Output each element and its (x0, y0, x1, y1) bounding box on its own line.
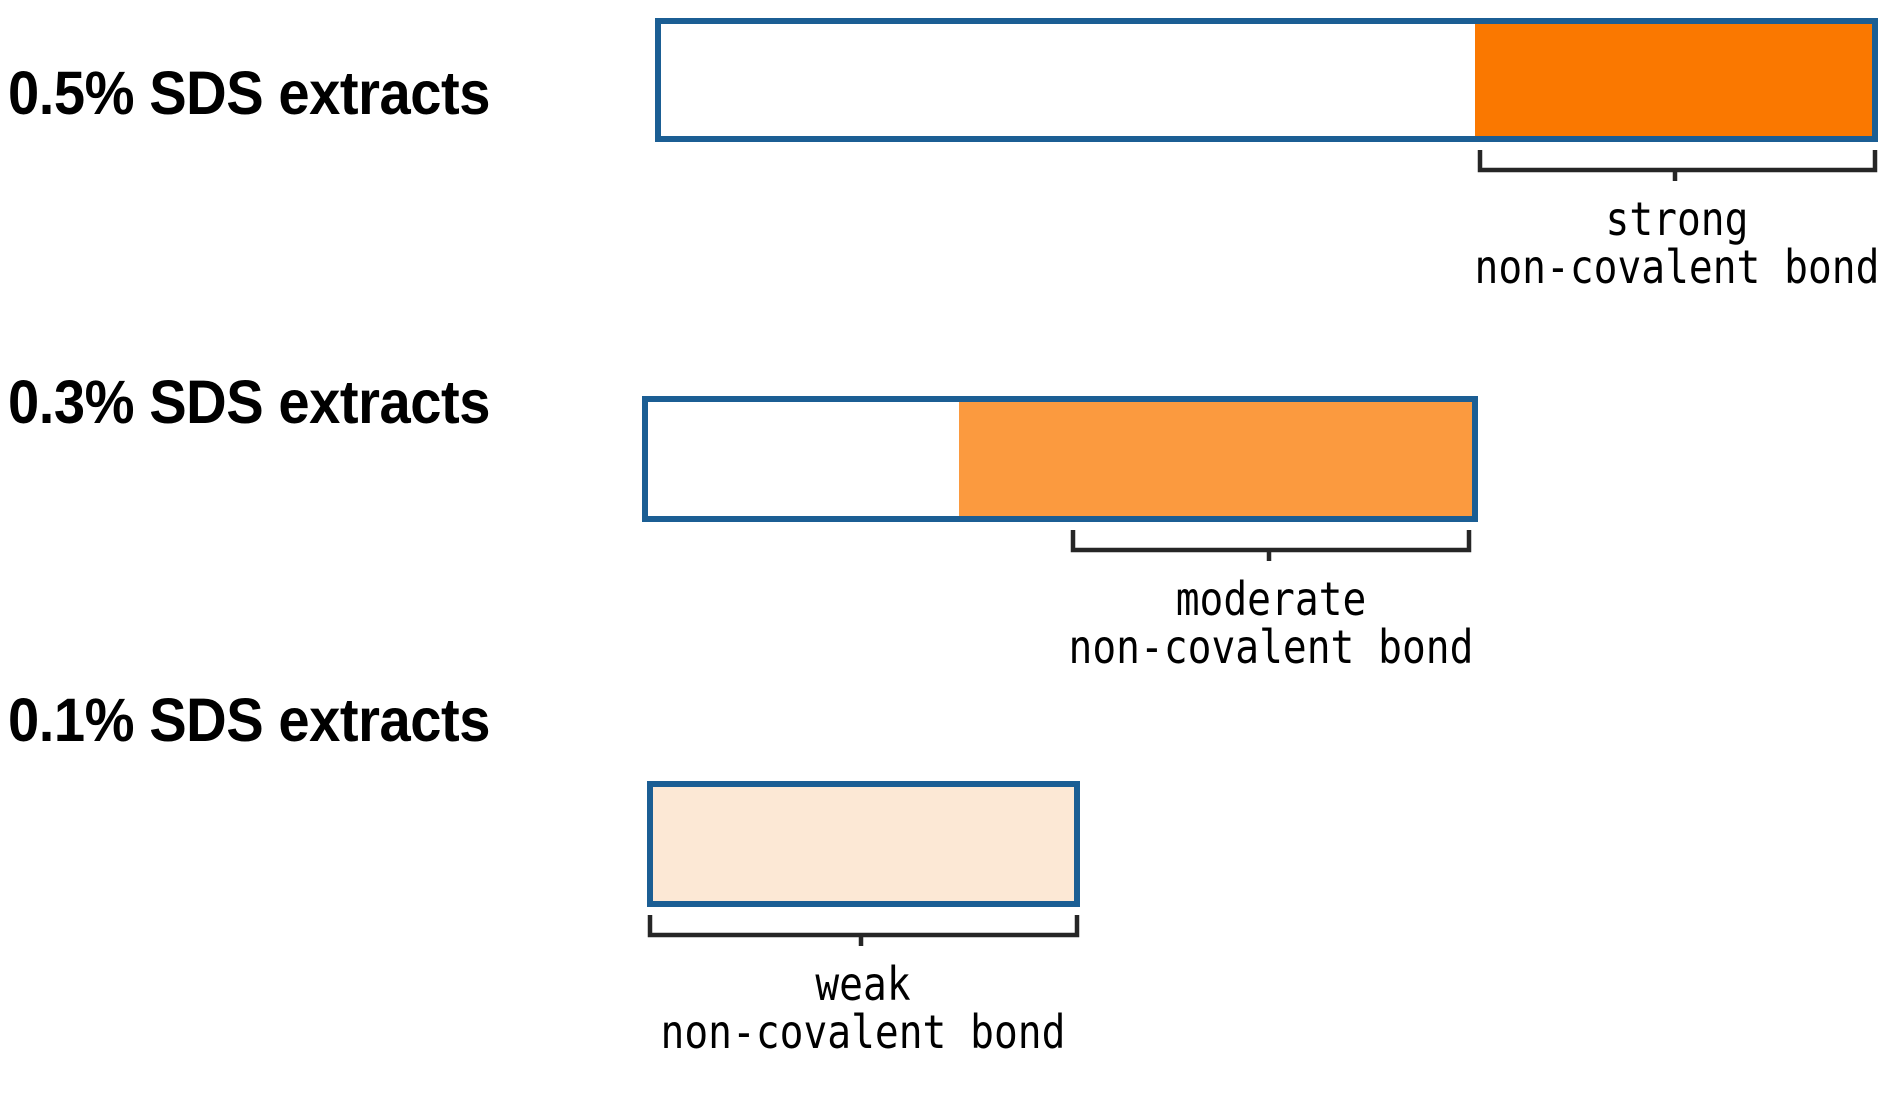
bar-row-0[interactable] (655, 18, 1878, 142)
brace-row-0 (1477, 148, 1878, 182)
row-label-1: 0.3% SDS extracts (8, 368, 490, 436)
bar-fill-segment-0 (1474, 24, 1872, 136)
brace-caption-2: weak non-covalent bond (519, 957, 1207, 1059)
brace-caption-2-line2: non-covalent bond (660, 1004, 1066, 1059)
bar-row-2[interactable] (647, 781, 1080, 907)
brace-row-2 (647, 913, 1080, 947)
brace-caption-0-line1: strong (1605, 192, 1749, 246)
bar-empty-segment-1 (648, 402, 960, 516)
brace-caption-0: strong non-covalent bond (1333, 192, 1891, 294)
brace-caption-1-line1: moderate (1175, 572, 1367, 626)
row-label-0: 0.5% SDS extracts (8, 59, 490, 127)
bar-fill-segment-1 (959, 402, 1472, 516)
brace-caption-1-line2: non-covalent bond (1068, 619, 1474, 674)
bar-empty-segment-0 (661, 24, 1475, 136)
bar-fill-segment-2 (653, 787, 1074, 901)
row-label-2: 0.1% SDS extracts (8, 686, 490, 754)
brace-row-1 (1070, 528, 1472, 562)
brace-caption-2-line1: weak (815, 957, 911, 1011)
brace-caption-0-line2: non-covalent bond (1474, 239, 1880, 294)
bar-row-1[interactable] (642, 396, 1478, 522)
brace-caption-1: moderate non-covalent bond (927, 572, 1615, 674)
